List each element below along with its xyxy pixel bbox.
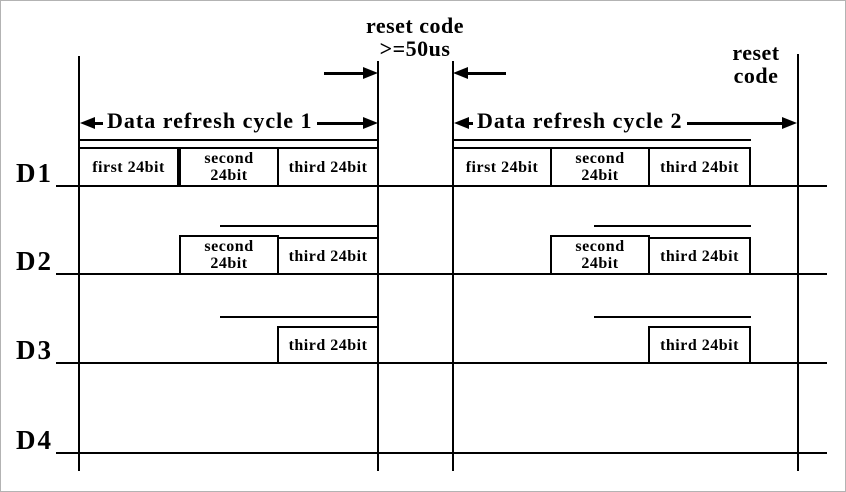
data-box-first-24bit: first 24bit [452, 147, 552, 187]
cycle2-arrowhead-right [782, 117, 797, 129]
cycle1-arrowhead-right [363, 117, 378, 129]
data-box-second-24bit: second 24bit [179, 147, 279, 187]
channel-baseline-d2 [56, 273, 827, 275]
data-box-third-24bit: third 24bit [648, 326, 751, 364]
reset-gap-arrow-right-shaft [464, 72, 506, 75]
box-top-extension-line [220, 316, 379, 318]
channel-baseline-d4 [56, 452, 827, 454]
reset-code-end-label: reset code [714, 41, 798, 87]
reset-gap-arrow-left-shaft [324, 72, 366, 75]
reset-code-end-text-line2: code [733, 63, 779, 88]
channel-baseline-d1 [56, 185, 827, 187]
reset-gap-arrowhead-left [453, 67, 468, 79]
channel-label-d1: D1 [16, 158, 53, 188]
cycle1-arrowhead-left [80, 117, 95, 129]
data-box-third-24bit: third 24bit [648, 147, 751, 187]
cycle2-arrowhead-left [454, 117, 469, 129]
data-box-second-24bit: second 24bit [550, 147, 650, 187]
cycle1-label: Data refresh cycle 1 [103, 108, 317, 134]
reset-duration-text: >=50us [379, 36, 451, 61]
data-box-first-24bit: first 24bit [78, 147, 179, 187]
channel-label-d4: D4 [16, 425, 53, 455]
cycle1-start-line [78, 56, 80, 471]
reset-code-end-text-line1: reset [732, 40, 780, 65]
reset-code-gap-label: reset code >=50us [339, 14, 491, 60]
data-box-third-24bit: third 24bit [277, 237, 379, 275]
channel-label-d3: D3 [16, 335, 53, 365]
box-top-extension-line [220, 225, 379, 227]
box-top-extension-line [594, 316, 751, 318]
data-box-third-24bit: third 24bit [277, 326, 379, 364]
data-box-third-24bit: third 24bit [648, 237, 751, 275]
reset-code-gap-text: reset code [365, 13, 465, 38]
box-top-extension-line [78, 139, 379, 141]
reset-gap-arrowhead-right [363, 67, 378, 79]
channel-baseline-d3 [56, 362, 827, 364]
cycle2-label: Data refresh cycle 2 [473, 108, 687, 134]
cycle2-end-line [797, 54, 799, 471]
data-box-second-24bit: second 24bit [550, 235, 650, 275]
box-top-extension-line [452, 139, 751, 141]
box-top-extension-line [594, 225, 751, 227]
channel-label-d2: D2 [16, 246, 53, 276]
data-box-third-24bit: third 24bit [277, 147, 379, 187]
reset-gap-end-line [452, 61, 454, 471]
data-box-second-24bit: second 24bit [179, 235, 279, 275]
